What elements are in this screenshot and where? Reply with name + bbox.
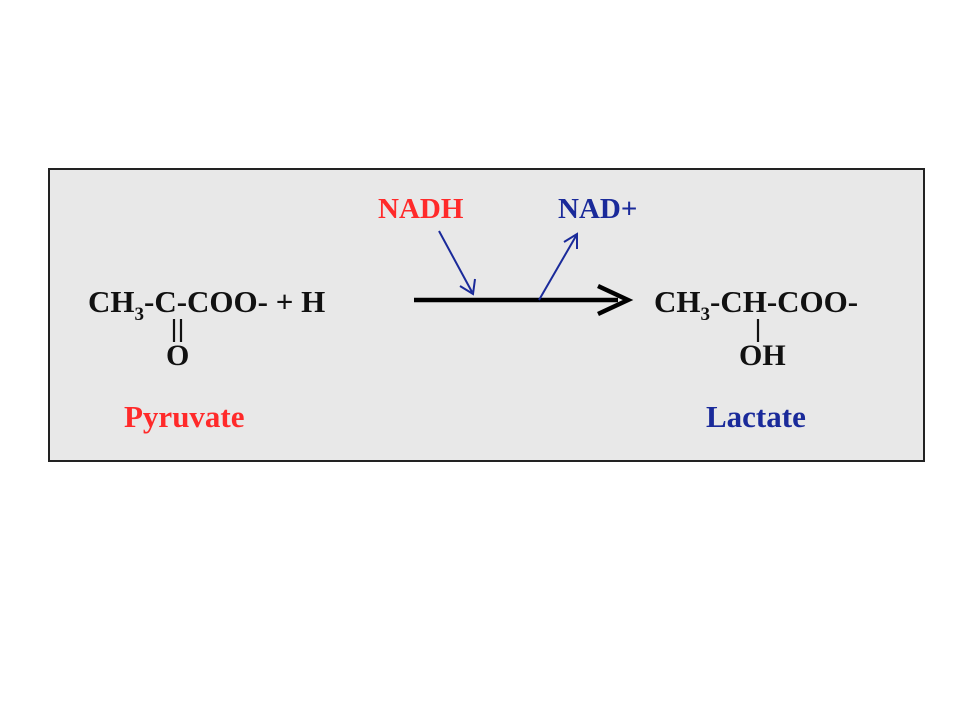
lactate-ch: CH <box>654 284 701 319</box>
lactate-subscript: 3 <box>700 304 711 325</box>
reaction-panel <box>48 168 925 462</box>
pyruvate-ch: CH <box>88 284 135 319</box>
pyruvate-dash: - <box>144 284 155 319</box>
lactate-label: Lactate <box>706 399 806 434</box>
pyruvate-formula: CH3-C-COO- + H <box>88 284 326 324</box>
pyruvate-carboxylate: -COO- + H <box>176 284 326 319</box>
pyruvate-carbonyl-carbon: C <box>154 284 177 319</box>
pyruvate-label: Pyruvate <box>124 399 245 434</box>
nad-plus-label: NAD+ <box>558 193 638 225</box>
lactate-chain: -CH-COO- <box>710 284 859 319</box>
pyruvate-subscript: 3 <box>134 304 145 325</box>
pyruvate-carbonyl-oxygen: O <box>166 339 190 372</box>
nadh-label: NADH <box>378 193 464 225</box>
lactate-formula: CH3-CH-COO- <box>654 284 859 324</box>
lactate-hydroxyl: OH <box>739 339 786 372</box>
